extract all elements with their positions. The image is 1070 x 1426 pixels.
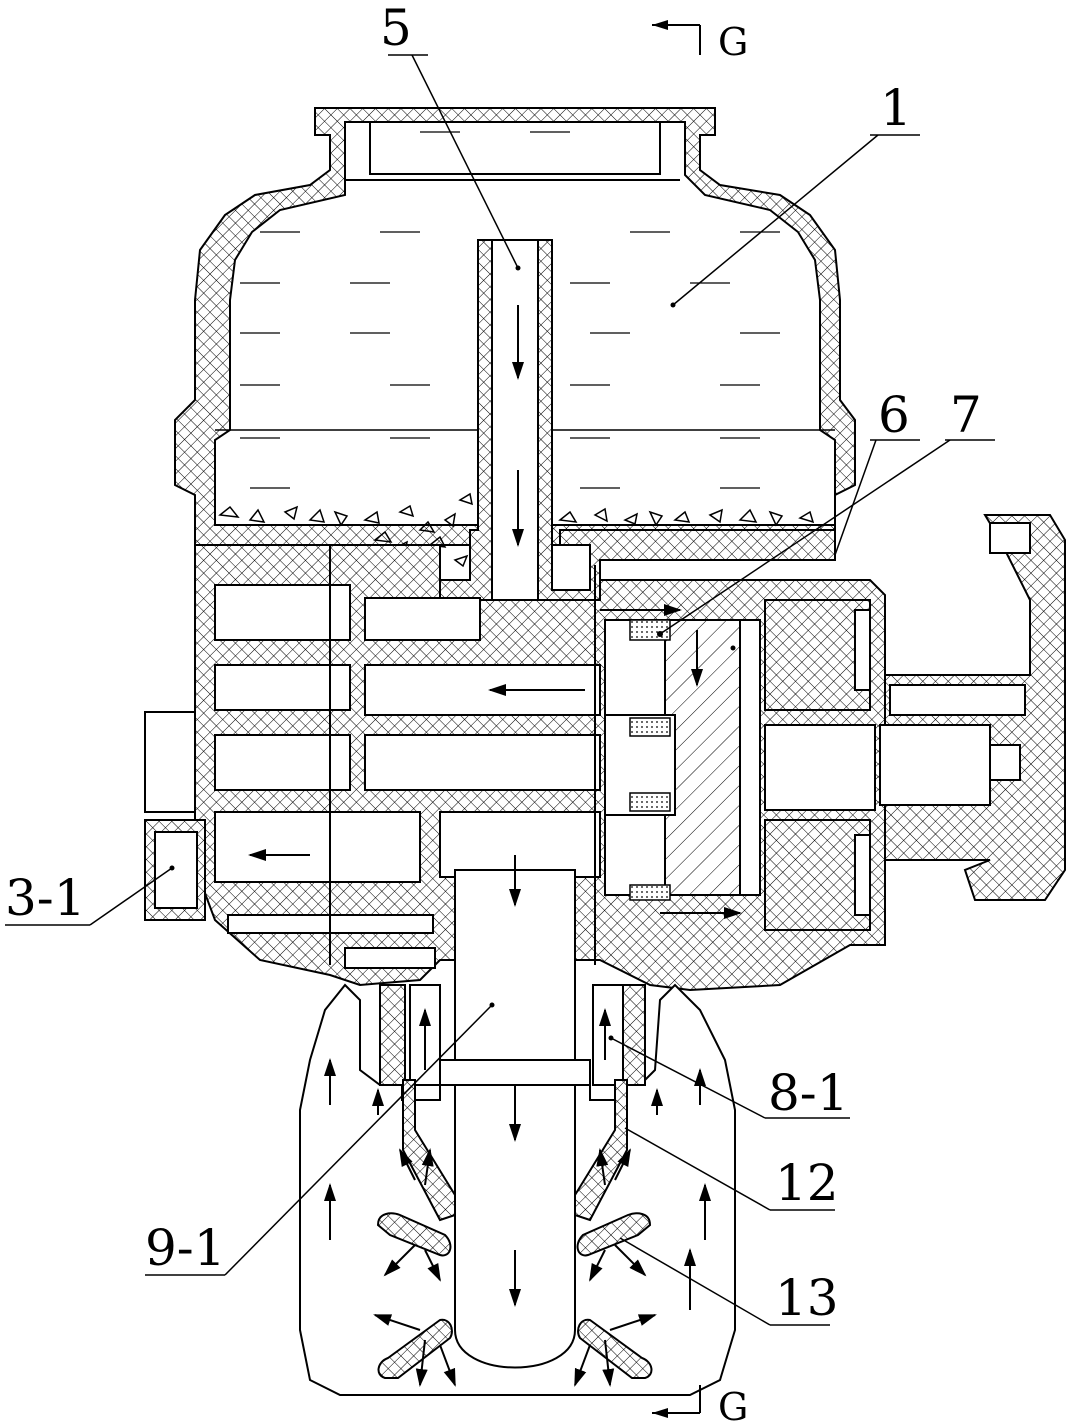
section-mark-top: G xyxy=(652,20,748,64)
label-part-12: 12 xyxy=(775,1154,839,1212)
spray-arrows xyxy=(373,1148,657,1387)
label-part-7: 7 xyxy=(950,386,982,444)
section-mark-bottom: G xyxy=(652,1385,748,1426)
label-part-3-1: 3-1 xyxy=(5,869,86,927)
top-tank xyxy=(174,107,856,651)
section-letter-top: G xyxy=(718,20,748,64)
leader-lines xyxy=(5,54,995,1326)
label-part-1: 1 xyxy=(880,79,912,137)
water-level-marks xyxy=(240,131,780,489)
label-part-8-1: 8-1 xyxy=(768,1064,849,1122)
label-part-6: 6 xyxy=(878,386,910,444)
middle-body xyxy=(144,514,1066,992)
label-part-13: 13 xyxy=(775,1269,839,1327)
label-part-5: 5 xyxy=(380,0,412,57)
label-part-9-1: 9-1 xyxy=(145,1219,226,1277)
spray-tubes xyxy=(376,1079,653,1379)
bottom-bottle xyxy=(299,855,736,1396)
section-letter-bottom: G xyxy=(718,1385,748,1426)
